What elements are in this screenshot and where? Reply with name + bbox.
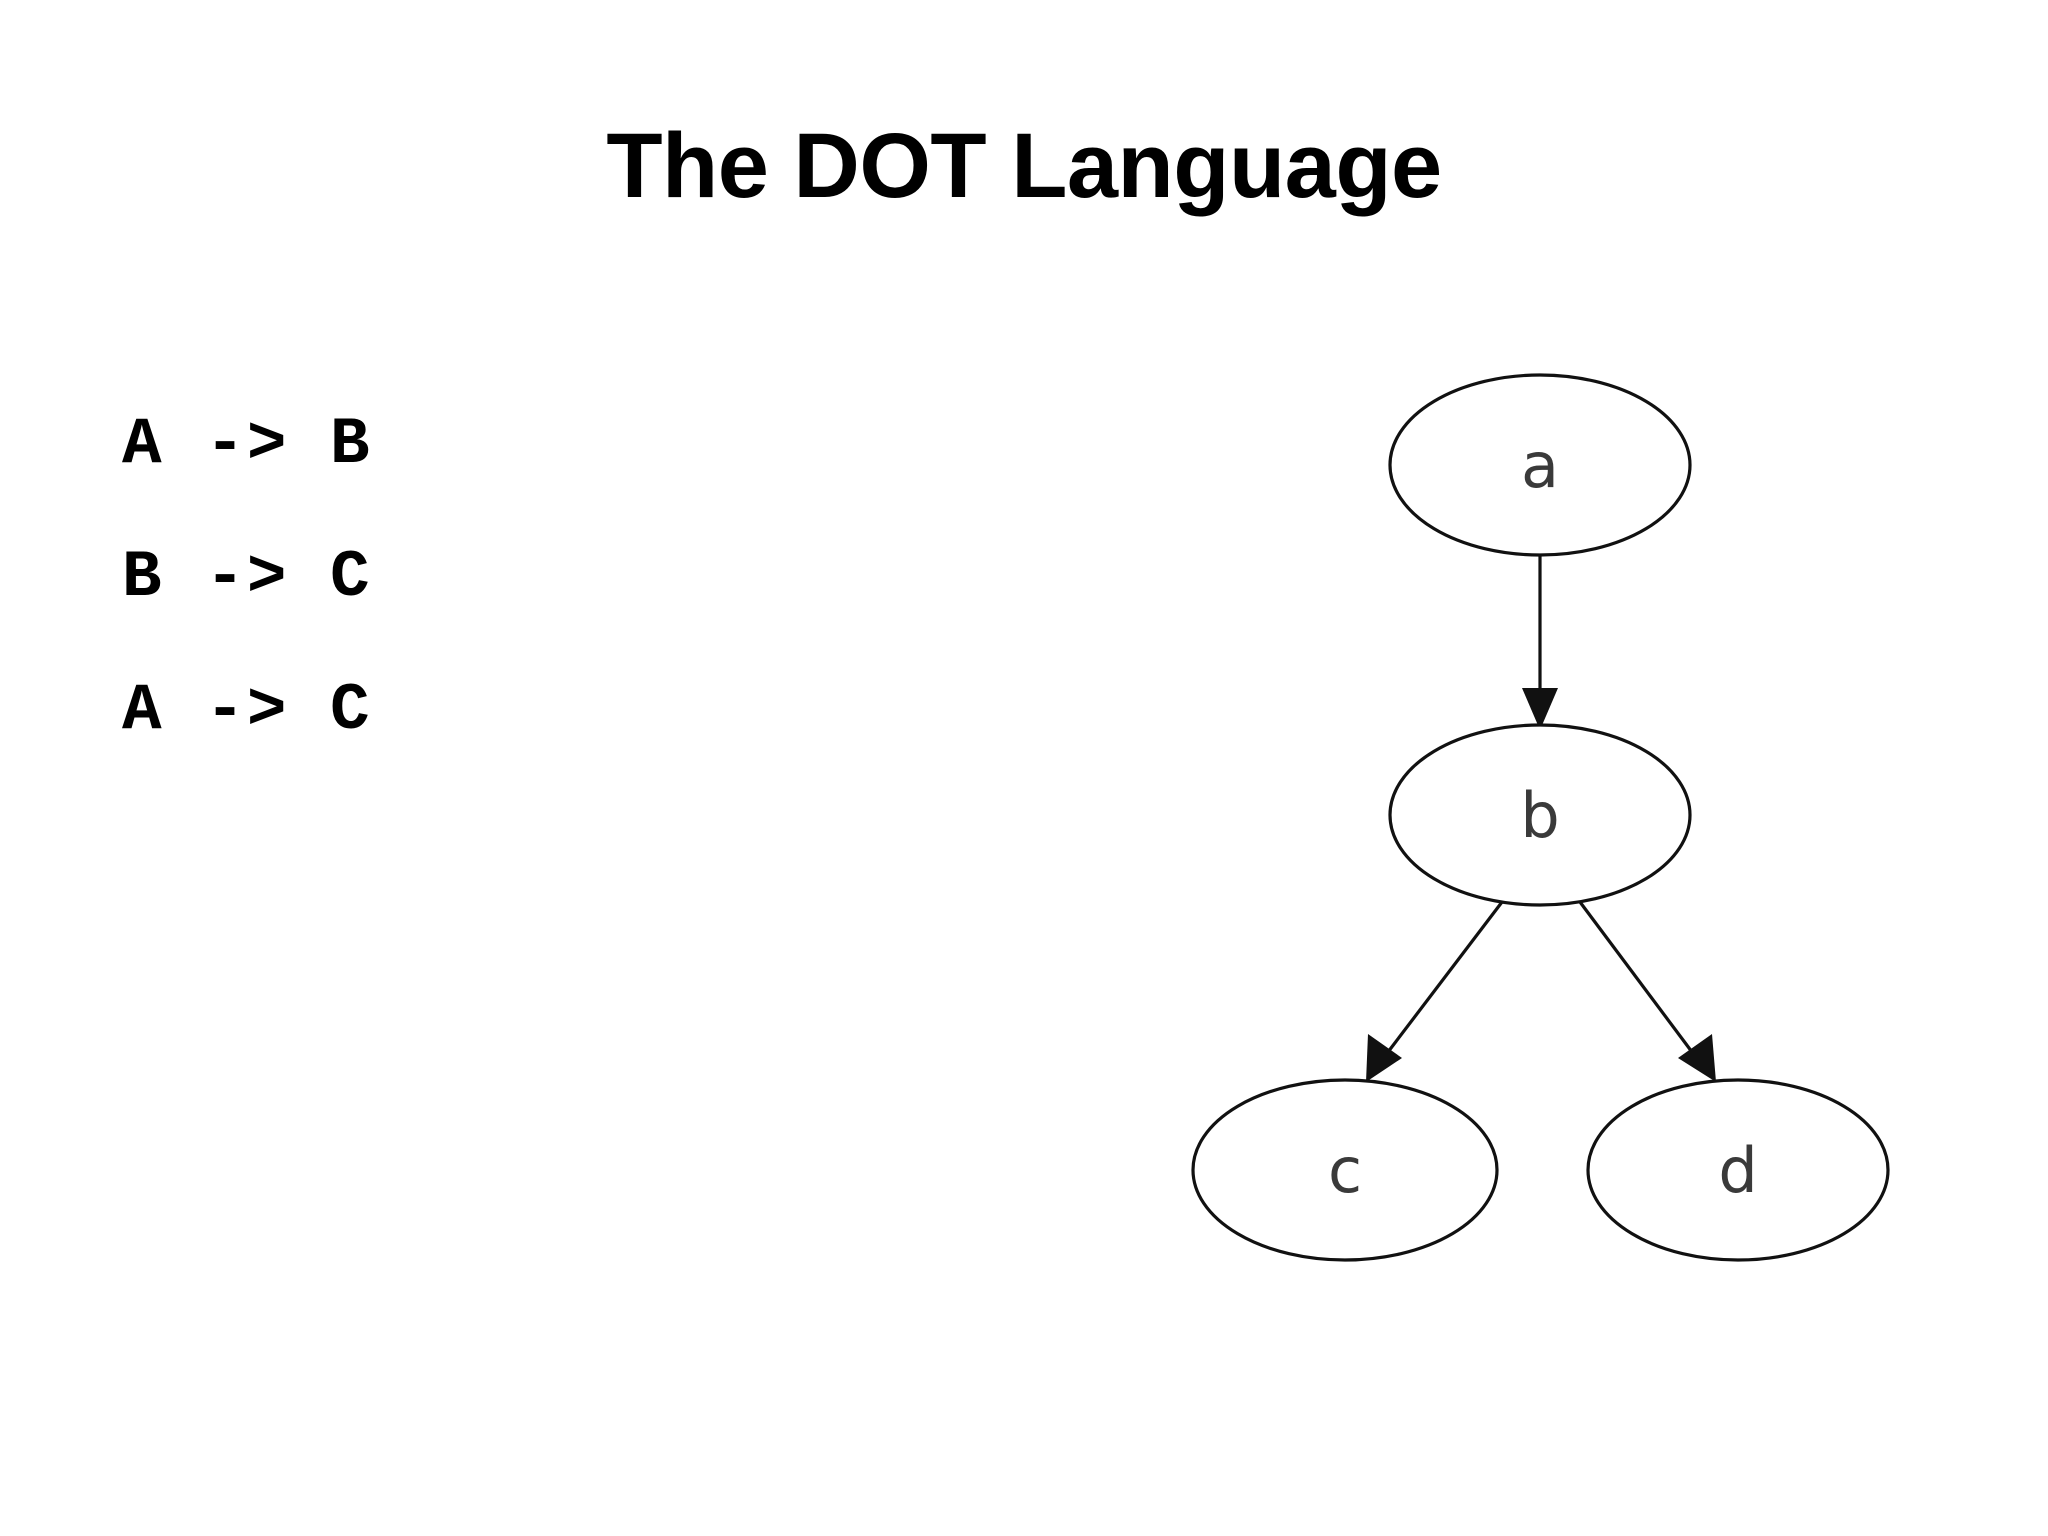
node-d-label: d — [1718, 1134, 1757, 1207]
code-line-1: A -> B — [122, 407, 372, 482]
graph-node-b[interactable]: b — [1388, 723, 1692, 907]
node-c-ellipse[interactable] — [1191, 1078, 1499, 1262]
edge-a-to-b — [1522, 555, 1558, 730]
node-b-label: b — [1520, 779, 1559, 852]
graph-node-d[interactable]: d — [1586, 1078, 1890, 1262]
graph-node-a[interactable]: a — [1388, 373, 1692, 557]
edge-b-to-d — [1578, 901, 1716, 1082]
node-c-label: c — [1328, 1134, 1362, 1207]
dot-source-code-block: A -> B B -> C A -> C — [122, 378, 742, 777]
node-a-label: a — [1521, 429, 1559, 502]
graph-svg-canvas: a b c d — [1191, 373, 1890, 1262]
node-d-ellipse[interactable] — [1586, 1078, 1890, 1262]
node-b-ellipse[interactable] — [1388, 723, 1692, 907]
page-title: The DOT Language — [606, 115, 1442, 217]
graph-diagram: a b c d — [1130, 340, 1950, 1370]
edge-b-to-d-line — [1578, 901, 1694, 1053]
edge-a-to-b-arrowhead-icon — [1522, 688, 1558, 730]
edge-b-to-c-arrowhead-icon — [1366, 1034, 1402, 1082]
edge-b-to-d-arrowhead-icon — [1678, 1034, 1716, 1082]
code-line-3: A -> C — [122, 673, 372, 748]
code-line-2: B -> C — [122, 540, 372, 615]
graph-node-c[interactable]: c — [1191, 1078, 1499, 1262]
edge-b-to-c — [1366, 901, 1504, 1082]
node-a-ellipse[interactable] — [1388, 373, 1692, 557]
edge-b-to-c-line — [1386, 901, 1504, 1053]
